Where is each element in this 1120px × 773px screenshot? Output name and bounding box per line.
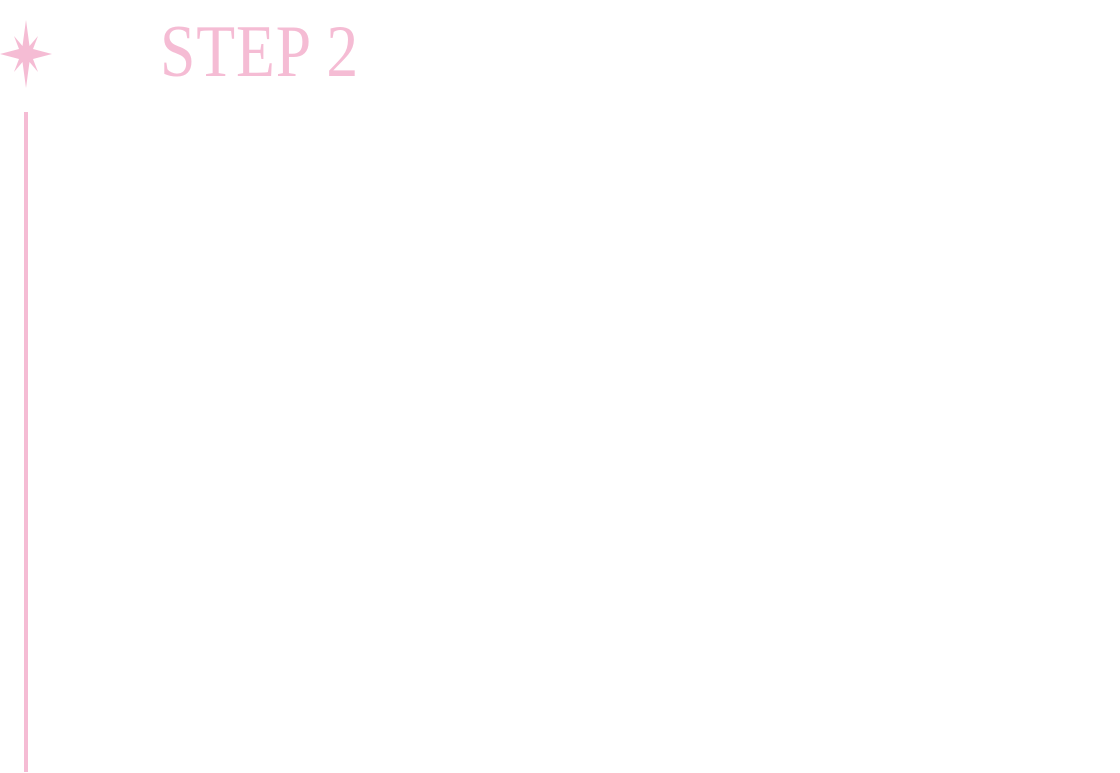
star-icon — [0, 20, 52, 88]
step-content-area — [60, 112, 1120, 773]
timeline-line — [24, 112, 28, 772]
step-title: STEP 2 — [160, 11, 360, 93]
star-shape — [0, 20, 52, 88]
